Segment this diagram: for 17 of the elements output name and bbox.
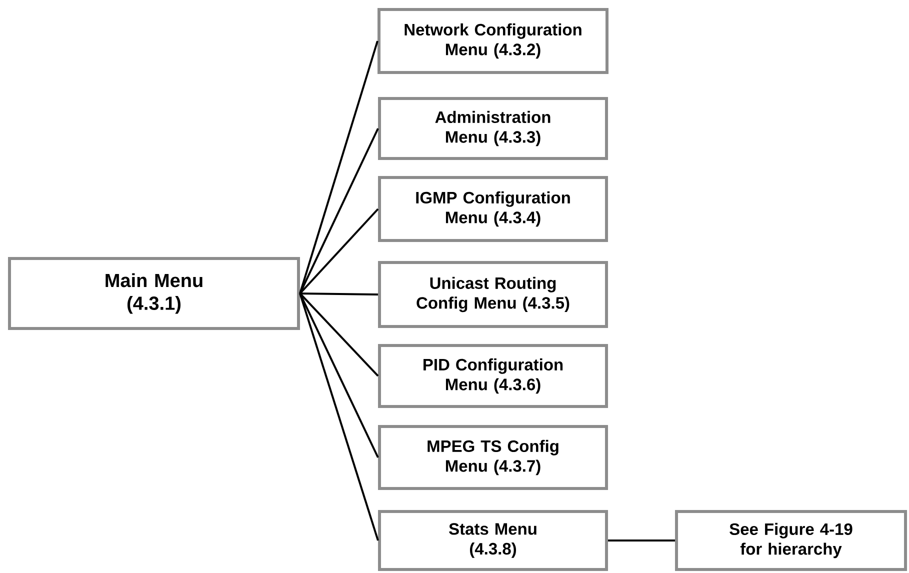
menu-box: Stats Menu (4.3.8) (378, 510, 608, 571)
connector-line (299, 40, 378, 294)
menu-box: Network Configuration Menu (4.3.2) (378, 8, 608, 74)
connector-line (299, 293, 379, 458)
menu-box: Administration Menu (4.3.3) (378, 97, 608, 160)
menu-box: Unicast Routing Config Menu (4.3.5) (378, 261, 608, 328)
menu-box: PID Configuration Menu (4.3.6) (378, 344, 608, 408)
menu-box: See Figure 4-19 for hierarchy (675, 510, 908, 571)
connector-line (299, 208, 379, 294)
connector-line (299, 293, 379, 541)
connector-line (608, 540, 675, 542)
connector-line (299, 292, 379, 377)
connector-line (299, 128, 379, 294)
menu-box: Main Menu (4.3.1) (8, 257, 300, 330)
connector-line (300, 292, 378, 296)
menu-box: IGMP Configuration Menu (4.3.4) (378, 176, 608, 242)
menu-box: MPEG TS Config Menu (4.3.7) (378, 425, 608, 490)
